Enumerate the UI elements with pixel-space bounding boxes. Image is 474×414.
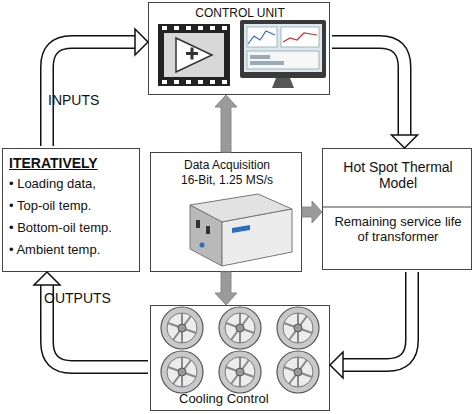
arrow-body bbox=[47, 42, 136, 146]
node-heading: Data Acquisition bbox=[151, 159, 303, 173]
device-side bbox=[222, 209, 292, 266]
icon-face bbox=[164, 33, 224, 77]
data-acquisition-box: Data Acquisition16-Bit, 1.25 MS/s bbox=[150, 152, 302, 272]
node-text: • Bottom-oil temp. bbox=[9, 221, 137, 236]
node-text: • Top-oil temp. bbox=[9, 199, 137, 214]
arrow-head bbox=[392, 135, 418, 148]
sprocket bbox=[162, 26, 167, 30]
monitor-image bbox=[240, 20, 326, 88]
arrow-body bbox=[332, 42, 405, 136]
sprocket bbox=[222, 26, 227, 30]
block-arrow bbox=[302, 201, 322, 223]
node-text: 16-Bit, 1.25 MS/s bbox=[151, 174, 303, 188]
fan-symbol bbox=[219, 307, 261, 349]
screen-panel bbox=[281, 27, 319, 47]
labview-icon bbox=[158, 24, 230, 86]
screen-panel bbox=[247, 27, 277, 47]
monitor-bezel bbox=[240, 20, 326, 78]
device-port bbox=[196, 220, 200, 228]
connector bbox=[215, 95, 237, 152]
icon-plus bbox=[191, 48, 194, 60]
edge-label: OUTPUTS bbox=[44, 290, 111, 306]
node-heading: Hot Spot Thermal Model bbox=[338, 159, 458, 191]
connector bbox=[302, 201, 322, 223]
screen-panel bbox=[247, 51, 319, 69]
fan-symbol bbox=[277, 351, 319, 393]
sprocket bbox=[162, 80, 167, 84]
arrow-outline bbox=[332, 42, 405, 136]
divider-line bbox=[322, 207, 472, 208]
fan-symbol bbox=[219, 351, 261, 393]
sprocket bbox=[198, 26, 203, 30]
screen-bar bbox=[250, 61, 284, 65]
arrow-outline bbox=[47, 42, 136, 146]
node-heading: Cooling Control bbox=[179, 392, 329, 407]
device-front bbox=[190, 205, 222, 266]
screen-bar bbox=[250, 55, 270, 59]
node-heading: CONTROL UNIT bbox=[149, 7, 331, 21]
connector bbox=[47, 29, 148, 146]
arrow-body bbox=[342, 272, 412, 365]
connector bbox=[332, 42, 418, 148]
arrow-outline bbox=[342, 272, 412, 365]
icon-triangle bbox=[176, 38, 212, 72]
node-heading: ITERATIVELY bbox=[9, 155, 135, 171]
fan-array bbox=[161, 307, 319, 393]
sprocket bbox=[174, 26, 179, 30]
edge-label: INPUTS bbox=[48, 92, 99, 108]
arrow-head bbox=[330, 352, 343, 378]
fan-symbol bbox=[161, 351, 203, 393]
node-text: • Loading data, bbox=[9, 177, 137, 192]
connector bbox=[330, 272, 412, 378]
daq-device bbox=[190, 194, 292, 266]
control-unit-box: CONTROL UNIT bbox=[148, 2, 330, 95]
fan-symbol bbox=[277, 307, 319, 349]
node-text: • Ambient temp. bbox=[9, 243, 137, 258]
device-logo bbox=[232, 225, 250, 233]
sprocket bbox=[210, 26, 215, 30]
connector bbox=[215, 272, 237, 305]
sprocket bbox=[186, 26, 191, 30]
screen-chart bbox=[248, 31, 275, 44]
monitor-screen bbox=[244, 24, 322, 72]
block-arrow bbox=[215, 272, 237, 305]
screen-chart bbox=[283, 33, 317, 42]
sprocket bbox=[198, 80, 203, 84]
sprocket bbox=[222, 80, 227, 84]
thermal-model-box: Hot Spot Thermal ModelRemaining service … bbox=[322, 148, 472, 270]
device-led bbox=[200, 243, 205, 248]
sprocket bbox=[174, 80, 179, 84]
arrow-head bbox=[135, 29, 148, 55]
node-text: Remaining service life of transformer bbox=[328, 215, 468, 245]
fan-symbol bbox=[161, 307, 203, 349]
sprocket bbox=[186, 80, 191, 84]
inputs-list-box: ITERATIVELY • Loading data, • Top-oil temp… bbox=[2, 148, 140, 272]
cooling-control-box: Cooling Control bbox=[150, 305, 330, 411]
device-port bbox=[206, 226, 210, 234]
monitor-stand bbox=[272, 78, 294, 88]
block-arrow bbox=[215, 95, 237, 152]
sprocket bbox=[210, 80, 215, 84]
arrow-head bbox=[34, 272, 60, 285]
connector bbox=[34, 272, 148, 367]
film-strip bbox=[158, 24, 230, 86]
